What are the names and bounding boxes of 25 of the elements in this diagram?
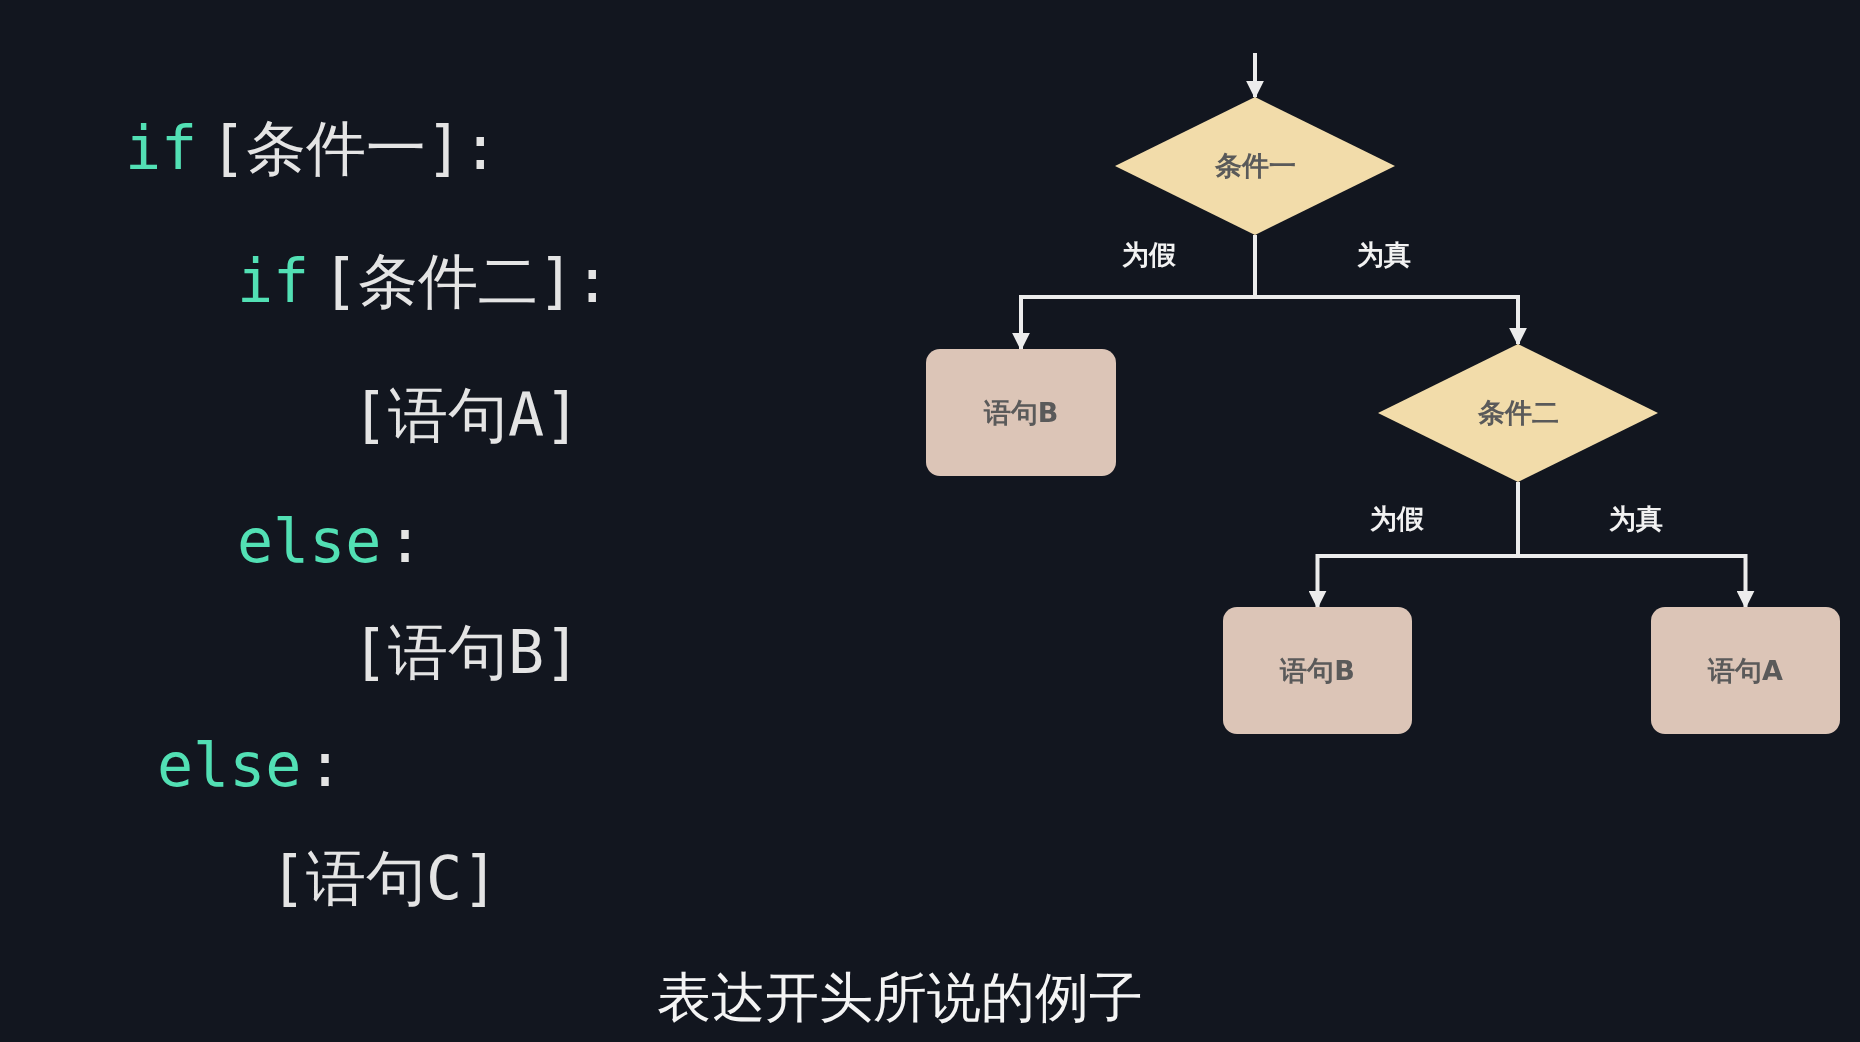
arrow: [1246, 53, 1264, 99]
arrow: [1253, 235, 1527, 346]
code-text: [语句A]: [352, 379, 581, 451]
node-text: 条件一: [1214, 149, 1296, 183]
code-keyword: else: [237, 505, 382, 577]
node-text: 条件二: [1477, 396, 1559, 430]
code-text: :: [307, 729, 344, 801]
code-keyword: if: [237, 245, 310, 317]
code-text: [语句B]: [352, 616, 581, 688]
node-text: 语句B: [983, 395, 1059, 430]
code-text: [条件一]:: [210, 112, 499, 184]
node-text: 语句B: [1280, 653, 1355, 688]
code-keyword: if: [125, 112, 198, 184]
process-box: [926, 349, 1116, 476]
node-text: 语句A: [1708, 653, 1783, 688]
code-text: [语句C]: [270, 842, 499, 914]
subtitle: 表达开头所说的例子: [656, 965, 1144, 1031]
arrow: [1516, 482, 1755, 609]
process-box: [1651, 607, 1840, 734]
code-text: [条件二]:: [322, 245, 611, 317]
process-box: [1223, 607, 1412, 734]
code-text: :: [387, 505, 424, 577]
code-keyword: else: [157, 729, 302, 801]
decision-diamond: [1378, 344, 1658, 482]
decision-diamond: [1115, 97, 1395, 235]
